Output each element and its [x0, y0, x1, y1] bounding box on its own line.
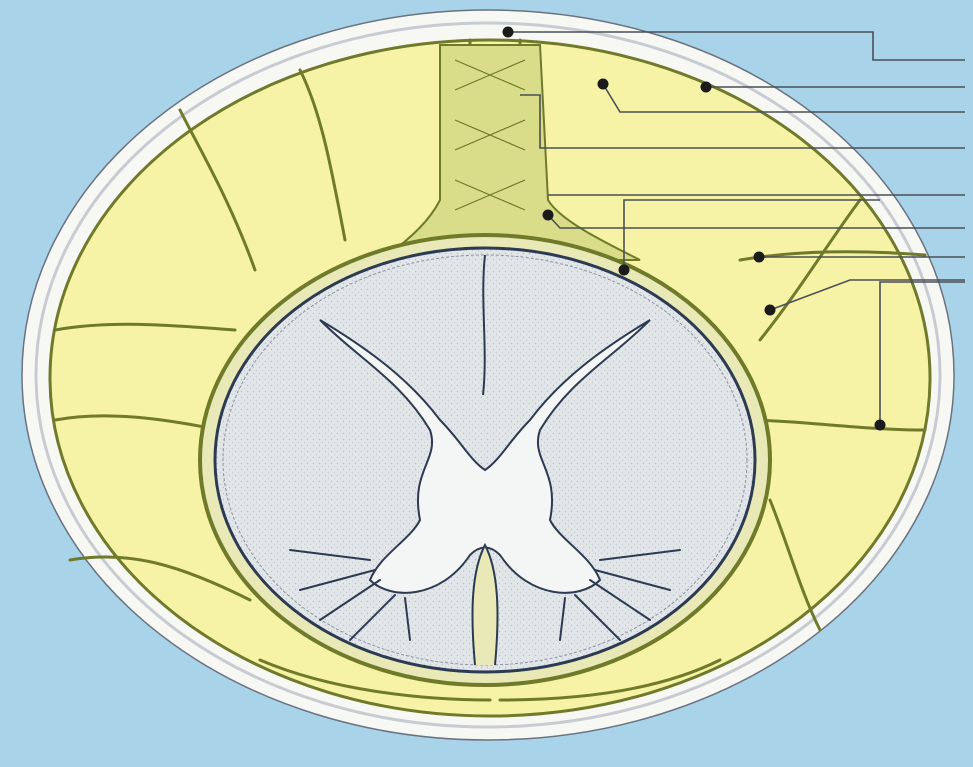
marker-dot-8: [875, 420, 886, 431]
marker-dot-5: [619, 265, 630, 276]
marker-dot-7: [765, 305, 776, 316]
marker-dot-3: [701, 82, 712, 93]
marker-dot-6: [754, 252, 765, 263]
marker-dot-4: [543, 210, 554, 221]
marker-dot-2: [598, 79, 609, 90]
marker-dot-1: [503, 27, 514, 38]
